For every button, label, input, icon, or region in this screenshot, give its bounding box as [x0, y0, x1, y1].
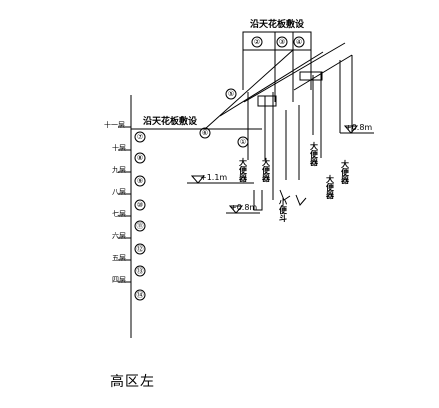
floor-label: 四层 [112, 276, 126, 284]
riser-number: ⑨ [137, 177, 143, 185]
floor-label: 九层 [112, 165, 126, 174]
riser-number: ⑬ [137, 267, 144, 275]
pipe-number: ④ [296, 38, 302, 46]
floor-label: 十层 [112, 143, 126, 152]
fixture-label: 小便斗 [278, 197, 288, 223]
pipe-number: ⑤ [228, 90, 234, 98]
riser-number: ⑦ [137, 133, 143, 141]
floor-label: 十一层 [104, 120, 125, 129]
riser-number: ⑭ [137, 291, 144, 299]
diagonal-pipe-2 [219, 51, 324, 117]
floor-label: 五层 [112, 254, 126, 262]
pipe-number: ① [240, 138, 246, 146]
riser-number: ⑫ [137, 245, 144, 253]
floor-label: 六层 [112, 231, 126, 240]
floor-label: 八层 [112, 188, 126, 196]
riser-number: ⑧ [137, 154, 143, 162]
elevation-label: +0.8m [230, 203, 257, 212]
top-box [242, 31, 312, 51]
pipe-number: ② [254, 38, 260, 46]
diagram-caption: 高区左 [110, 374, 155, 390]
ceiling-label-top: 沿天花板敷设 [250, 18, 305, 30]
elevation-label: +1.1m [200, 173, 227, 182]
fixture-label: 大便器 [325, 174, 335, 200]
elevation-label: +0.8m [345, 123, 372, 132]
riser-number: ⑪ [137, 222, 144, 230]
fixture-label: 大便器 [340, 159, 350, 185]
ceiling-label-mid: 沿天花板敷设 [143, 115, 198, 127]
pipe-number: ⑥ [202, 129, 208, 137]
fixture-label: 大便器 [309, 141, 319, 167]
diagonal-pipe-1 [204, 49, 294, 130]
floor-label: 七层 [112, 209, 126, 218]
fixture-label: 大便器 [238, 157, 248, 183]
riser-number: ⑩ [137, 201, 143, 209]
fixture-label: 大便器 [261, 157, 271, 183]
diagonal-pipe-3 [243, 42, 346, 103]
pipe-number: ③ [279, 38, 285, 46]
